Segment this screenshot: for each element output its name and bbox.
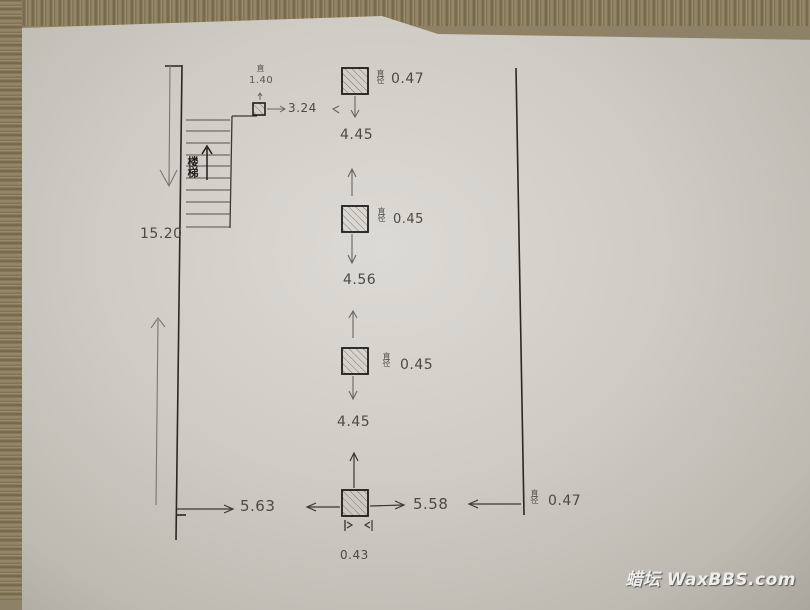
column-2-shape (341, 205, 369, 233)
stairs (186, 115, 257, 229)
column-2-size-tag: 直径 (377, 207, 386, 221)
column-3-size-tag: 直径 (382, 352, 391, 366)
column-4-right-distance: 5.58 (413, 495, 449, 513)
small-column-distance: 3.24 (288, 101, 317, 115)
column-1-shape (341, 67, 369, 95)
small-column-height: 1.40 (249, 75, 274, 86)
columns (341, 67, 369, 517)
right-wall-line (515, 67, 525, 516)
stairs-label: 楼梯 (186, 156, 199, 178)
overall-length-label: 15.20 (140, 226, 183, 242)
column-4-left-distance: 5.63 (240, 497, 276, 515)
wood-table-left-edge (0, 0, 22, 600)
watermark: 蜡坛 WaxBBS.com (625, 570, 796, 590)
small-column (252, 92, 286, 116)
column-1-size-tag: 直径 (376, 69, 385, 83)
walls (165, 64, 525, 541)
column-1-size: 0.47 (391, 71, 425, 87)
column-3-shape (341, 347, 369, 375)
right-wall-size-tag: 直径 (530, 489, 539, 503)
overall-dimension-arrows (150, 65, 178, 506)
column-1-gap: 4.45 (340, 127, 374, 143)
column-3-gap: 4.45 (337, 414, 371, 430)
column-2-size: 0.45 (393, 212, 424, 227)
right-wall-size: 0.47 (548, 493, 582, 509)
spacing-arrows (331, 96, 360, 401)
small-column-height-tag: 直 (256, 64, 265, 71)
column-4-shape (341, 489, 369, 517)
wood-table-top-edge (0, 0, 810, 26)
column-3-size: 0.45 (400, 357, 434, 373)
bottom-arrows (177, 451, 521, 531)
column-2-gap: 4.56 (343, 272, 377, 288)
column-4-width: 0.43 (340, 548, 369, 562)
left-wall-line (175, 64, 183, 541)
paper-sheet (22, 16, 810, 610)
